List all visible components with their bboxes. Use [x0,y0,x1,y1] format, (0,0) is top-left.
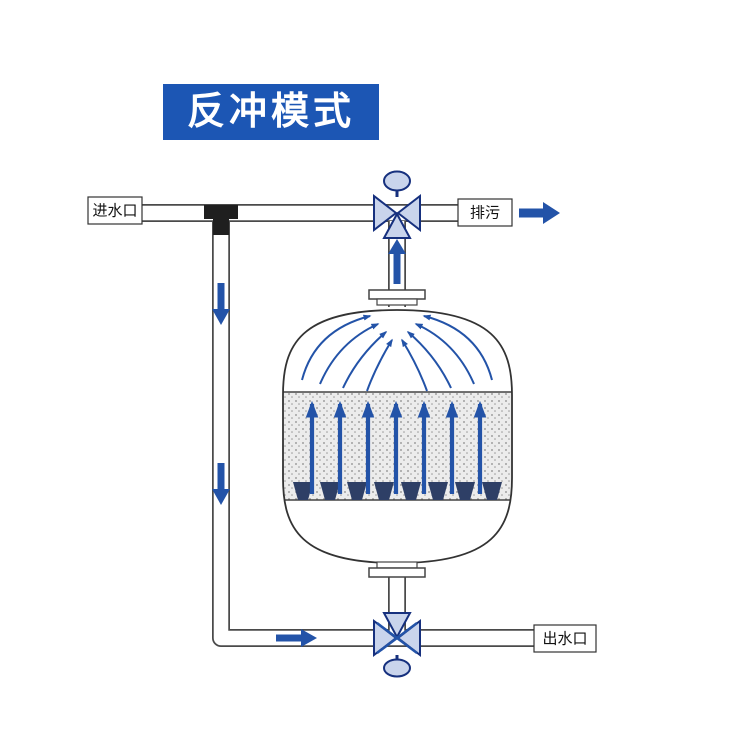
curved-arrow-icon [319,323,380,385]
bottom-valve [373,612,421,678]
right-arrow-icon [519,208,544,218]
right-arrow-icon [301,629,317,647]
valve-handle-icon [383,170,411,192]
downpipe-arrows [212,283,230,505]
media-upflow-arrows [305,400,487,494]
down-arrow-icon [212,489,230,505]
nozzle-icon [293,482,313,500]
nozzle-icon [455,482,475,500]
outlet-label-box [533,624,597,653]
right-arrow-icon [276,634,302,642]
flange-plate [376,298,418,306]
curved-arrow-icon [422,314,493,381]
top-valve [373,170,421,239]
outlet-label-text: 出水口 [542,631,587,648]
flange-plate [368,567,426,578]
curved-arrow-icon [401,338,428,392]
nozzle-icon [428,482,448,500]
up-arrow-icon [388,239,406,254]
riser-up-arrow [388,239,406,284]
flange-plate [376,561,418,569]
inlet-label-box [87,196,143,225]
nozzle-icon [401,482,421,500]
drain-label: 排污 [457,198,513,227]
bottom-flange [368,561,426,578]
drain-label-box [457,198,513,227]
bottom-flow-arrow [276,629,317,647]
valve-body-icon [396,193,421,233]
tank-outline [282,309,513,564]
nozzle-icon [320,482,340,500]
curved-arrow-icon [406,331,452,389]
title-bg [163,84,379,140]
down-arrow-icon [217,463,225,491]
title-badge: 反冲模式 [163,84,379,140]
inlet-label-text: 进水口 [92,203,137,220]
up-arrow-icon [393,252,401,284]
valve-cross-mark [376,622,418,654]
drain-label-text: 排污 [470,205,500,222]
down-arrow-icon [212,309,230,325]
curved-arrow-icon [366,338,393,392]
outlet-label: 出水口 [533,624,597,653]
pipe-network [142,204,537,647]
nozzle-icon [347,482,367,500]
inlet-label: 进水口 [87,196,143,225]
flange-plate [368,289,426,300]
curved-arrow-icon [342,331,388,389]
tee-fitting-icon [204,205,238,235]
nozzle-icon [482,482,502,500]
down-arrow-icon [217,283,225,311]
valve-body-icon [373,193,398,233]
curved-arrow-icon [414,323,475,385]
right-arrow-icon [543,202,560,224]
nozzle-row [293,482,502,500]
nozzle-icon [374,482,394,500]
filter-tank [282,309,513,564]
dome-flow-arrows [301,314,493,392]
valve-handle-icon [383,658,411,678]
curved-arrow-icon [301,314,372,381]
top-flange [368,289,426,306]
valve-port-icon [382,211,412,239]
page-title: 反冲模式 [187,91,355,133]
pipe-core [142,205,537,646]
drain-arrow [519,202,560,224]
valve-port-icon [382,612,412,640]
